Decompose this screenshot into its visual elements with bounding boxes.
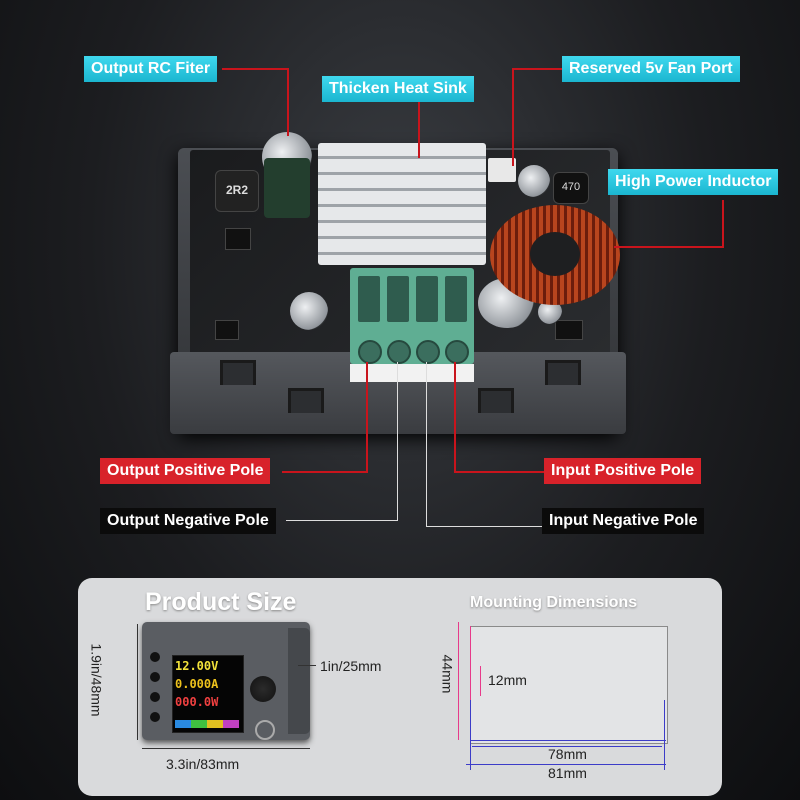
terminal-slot: [416, 276, 438, 322]
dim-line-78mm: [472, 746, 662, 747]
depth-dimension: 1in/25mm: [320, 658, 382, 674]
dim-line-width: [142, 748, 310, 749]
dim-line-ext: [470, 700, 471, 770]
ic-chip: [555, 320, 583, 340]
screen-current: 0.000A: [175, 677, 219, 691]
module-side: [288, 628, 310, 734]
inductor-470: 470: [553, 172, 589, 204]
dim-line-12mm: [480, 666, 481, 696]
terminal-screw: [358, 340, 382, 364]
label-output-positive-pole: Output Positive Pole: [100, 458, 271, 484]
terminal-screw: [445, 340, 469, 364]
dim-line-ext: [664, 700, 665, 770]
ic-chip: [215, 320, 239, 340]
label-thicken-heat-sink: Thicken Heat Sink: [322, 76, 474, 102]
dim-line-height: [137, 624, 138, 740]
button-icon: [150, 712, 160, 722]
mounting-dimensions-title: Mounting Dimensions: [470, 594, 638, 611]
callout-line: [426, 526, 542, 527]
product-size-title: Product Size: [145, 588, 297, 616]
callout-line: [222, 68, 288, 70]
terminal-screw: [416, 340, 440, 364]
label-input-negative-pole: Input Negative Pole: [542, 508, 705, 534]
screen-voltage: 12.00V: [175, 659, 219, 673]
terminal-slot: [445, 276, 467, 322]
inductor-core: [530, 232, 580, 276]
mount-clip: [478, 388, 514, 413]
mounting-outer-width: 81mm: [548, 765, 587, 781]
callout-line: [512, 68, 562, 70]
mount-clip: [288, 388, 324, 413]
terminal-legend-strip: [350, 364, 474, 382]
terminal-block: [350, 268, 474, 364]
small-inductor: 2R2: [215, 170, 259, 212]
rotary-knob-icon: [250, 676, 276, 702]
width-dimension: 3.3in/83mm: [166, 756, 240, 772]
cutout-left-edge: [470, 626, 471, 740]
button-icon: [150, 692, 160, 702]
callout-line: [614, 246, 724, 248]
callout-line: [722, 200, 724, 248]
dim-line-81mm: [466, 764, 666, 765]
button-icon: [150, 672, 160, 682]
ic-chip: [225, 228, 251, 250]
callout-line: [282, 471, 368, 473]
screen-power: 000.0W: [175, 695, 219, 709]
mount-clip: [545, 360, 581, 385]
cap-marking: 470: [561, 181, 581, 193]
button-icon: [150, 652, 160, 662]
terminal-slot: [387, 276, 409, 322]
heat-sink: [318, 143, 486, 265]
fan-port-connector: [488, 158, 516, 182]
label-output-rc-filter: Output RC Fiter: [84, 56, 218, 82]
mount-clip: [220, 360, 256, 385]
mounting-inner-width: 78mm: [548, 746, 587, 762]
callout-line: [366, 362, 368, 473]
terminal-slot: [358, 276, 380, 322]
dim-line-44mm: [458, 622, 459, 740]
terminal-screw: [387, 340, 411, 364]
inductor-marking: 2R2: [225, 183, 248, 197]
label-input-positive-pole: Input Positive Pole: [544, 458, 702, 484]
label-output-negative-pole: Output Negative Pole: [100, 508, 276, 534]
callout-line: [426, 362, 427, 527]
mounting-height: 44mm: [439, 654, 456, 694]
capacitor-filter: [290, 292, 328, 330]
callout-line: [286, 520, 398, 521]
label-high-power-inductor: High Power Inductor: [608, 169, 779, 195]
label-reserved-fan-port: Reserved 5v Fan Port: [562, 56, 740, 82]
mounting-small-dimension: 12mm: [488, 672, 527, 688]
callout-line: [287, 68, 289, 136]
cutout-outline: [470, 626, 668, 744]
callout-line: [454, 471, 544, 473]
dim-line-depth: [298, 665, 316, 666]
screen-status-bar: [175, 720, 239, 728]
height-dimension: 1.9in/48mm: [88, 643, 105, 717]
lcd-screen: 12.00V 0.000A 000.0W: [172, 655, 244, 733]
capacitor-body: [264, 158, 310, 218]
callout-line: [397, 362, 398, 521]
callout-line: [454, 362, 456, 473]
capacitor-small: [518, 165, 550, 197]
callout-line: [512, 68, 514, 166]
callout-line: [418, 100, 420, 158]
power-button-icon: [255, 720, 275, 740]
cutout-bottom-edge: [470, 740, 666, 741]
